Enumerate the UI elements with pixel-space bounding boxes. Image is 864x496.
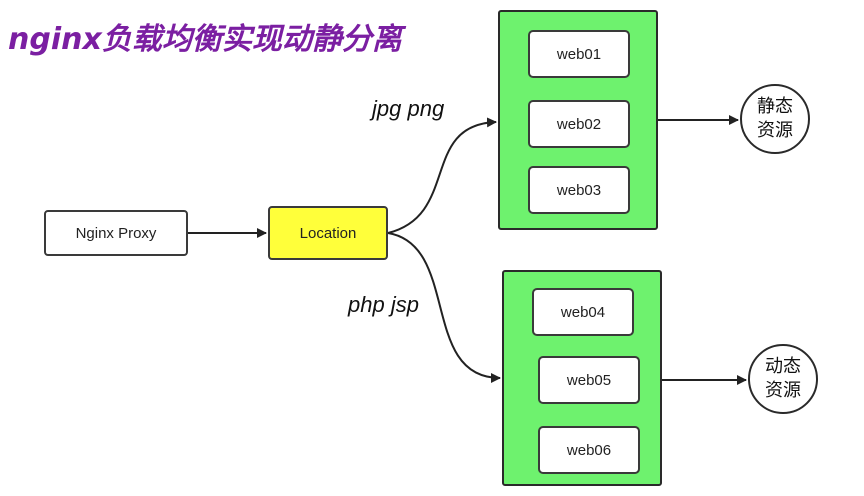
server-node: web02 [528,100,630,148]
server-node: web06 [538,426,640,474]
nginx-proxy-node: Nginx Proxy [44,210,188,256]
location-node: Location [268,206,388,260]
dynamic-resource-node: 动态 资源 [748,344,818,414]
static-route-label: jpg png [372,96,445,121]
dynamic-server-group: web04 web05 web06 [502,270,662,486]
server-node: web05 [538,356,640,404]
diagram-title: nginx负载均衡实现动静分离 [8,22,402,57]
server-node: web01 [528,30,630,78]
static-resource-node: 静态 资源 [740,84,810,154]
static-server-group: web01 web02 web03 [498,10,658,230]
location-to-dynamic-arrow [387,232,501,383]
server-node: web03 [528,166,630,214]
static-resource-line2: 资源 [757,120,793,141]
static-resource-line1: 静态 [757,96,793,117]
dynamic-resource-line2: 资源 [765,380,801,401]
dynamic-route-label: php jsp [348,292,419,317]
server-node: web04 [532,288,634,336]
dynamic-resource-line1: 动态 [765,356,801,377]
location-to-static-arrow [387,117,497,234]
